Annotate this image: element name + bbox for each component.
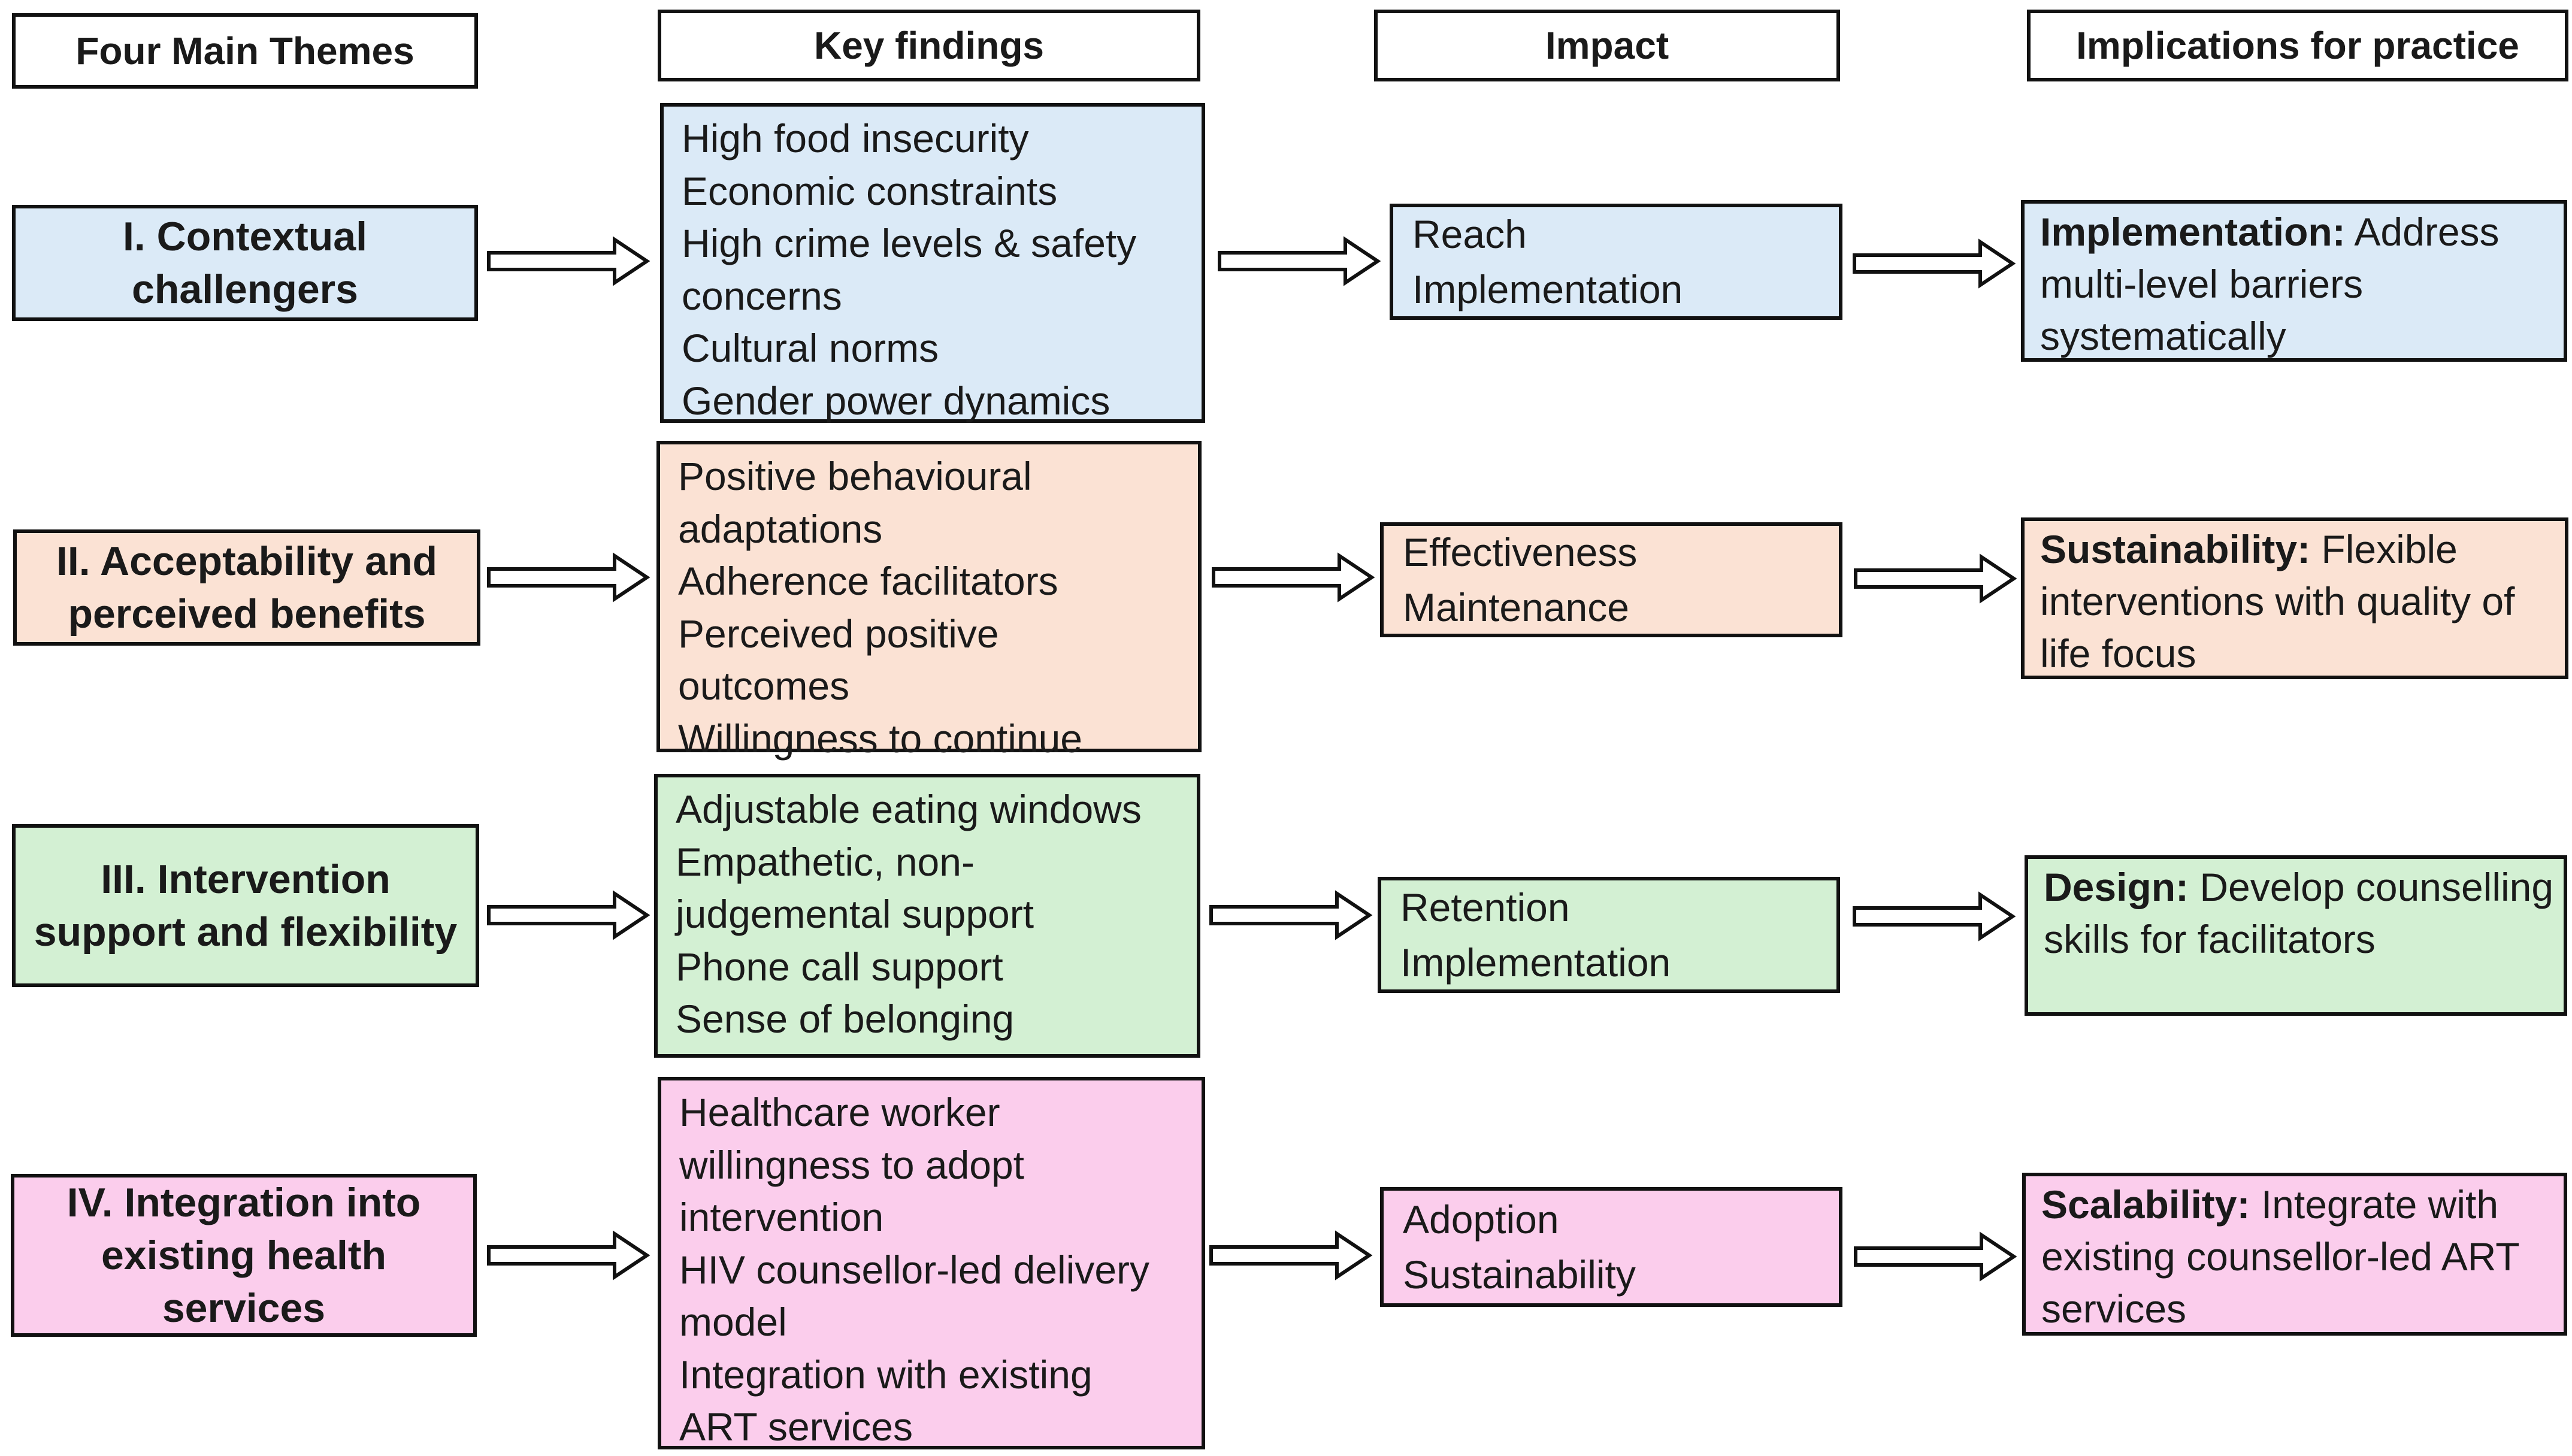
findings-box-4: Healthcare worker willingness to adopt i… — [658, 1077, 1205, 1449]
finding-item: Phone call support — [676, 944, 1003, 989]
implication-label: Implementation: — [2040, 210, 2346, 254]
finding-item: outcomes — [678, 664, 850, 708]
implication-box-3: Design: Develop counselling skills for f… — [2025, 855, 2567, 1016]
finding-item: Empathetic, non- — [676, 839, 975, 884]
theme-box-4: IV. Integration into existing health ser… — [11, 1174, 477, 1337]
finding-item: Healthcare worker — [679, 1090, 1000, 1134]
header-findings: Key findings — [658, 10, 1200, 81]
implication-label: Scalability: — [2041, 1182, 2250, 1227]
finding-item: High food insecurity — [682, 116, 1029, 161]
arrow-icon — [489, 556, 647, 599]
theme-box-2: II. Acceptability and perceived benefits — [13, 529, 480, 646]
arrow-icon — [1856, 557, 2014, 600]
impact-box-1: Reach Implementation — [1390, 204, 1842, 320]
arrow-icon — [1211, 894, 1369, 937]
finding-item: Gender power dynamics — [682, 378, 1111, 423]
finding-item: Cultural norms — [682, 326, 939, 370]
impact-item: Retention — [1400, 885, 1570, 930]
arrow-icon — [489, 1234, 647, 1277]
arrow-icon — [1220, 240, 1378, 283]
header-impact: Impact — [1374, 10, 1840, 81]
finding-item: willingness to adopt — [679, 1142, 1025, 1187]
implication-box-2: Sustainability: Flexible interventions w… — [2021, 517, 2568, 679]
implication-text: Address multi-level barriers systematica… — [2040, 210, 2500, 358]
implication-box-4: Scalability: Integrate with existing cou… — [2022, 1173, 2567, 1336]
arrow-icon — [1856, 1235, 2014, 1278]
impact-box-4: Adoption Sustainability — [1380, 1187, 1842, 1307]
finding-item: concerns — [682, 273, 842, 318]
impact-item: Adoption — [1403, 1197, 1559, 1242]
impact-item: Maintenance — [1403, 585, 1629, 629]
findings-box-2: Positive behavioural adaptations Adheren… — [656, 441, 1202, 761]
finding-item: Positive behavioural — [678, 454, 1032, 498]
header-implications: Implications for practice — [2027, 10, 2568, 81]
finding-item: model — [679, 1300, 787, 1344]
implication-text: Develop counselling skills for facilitat… — [2044, 865, 2554, 961]
finding-item: judgemental support — [676, 892, 1034, 936]
findings-box-3: Adjustable eating windows Empathetic, no… — [654, 774, 1200, 1058]
finding-item: Sense of belonging — [676, 997, 1015, 1041]
finding-item: Adherence facilitators — [678, 559, 1058, 603]
impact-box-2: Effectiveness Maintenance — [1380, 522, 1842, 637]
findings-box-1: High food insecurity Economic constraint… — [660, 103, 1205, 423]
implication-label: Sustainability: — [2040, 527, 2311, 571]
impact-item: Reach — [1412, 212, 1527, 256]
impact-item: Implementation — [1400, 940, 1671, 985]
finding-item: intervention — [679, 1195, 884, 1239]
finding-item: ART services — [679, 1404, 913, 1449]
finding-item: Perceived positive — [678, 611, 999, 656]
finding-item: Integration with existing — [679, 1352, 1093, 1397]
header-themes: Four Main Themes — [12, 13, 478, 89]
implication-label: Design: — [2044, 865, 2189, 909]
arrow-icon — [1854, 242, 2013, 285]
arrow-icon — [489, 240, 647, 283]
arrow-icon — [489, 894, 647, 937]
finding-item: adaptations — [678, 506, 883, 551]
finding-item: Economic constraints — [682, 168, 1058, 213]
impact-item: Sustainability — [1403, 1252, 1636, 1297]
finding-item: High crime levels & safety — [682, 221, 1137, 265]
arrow-icon — [1214, 556, 1372, 599]
arrow-icon — [1854, 895, 2013, 938]
impact-item: Implementation — [1412, 267, 1683, 311]
theme-box-3: III. Intervention support and flexibilit… — [12, 824, 479, 987]
theme-box-1: I. Contextual challengers — [12, 205, 478, 321]
implication-text: Integrate with existing counsellor-led A… — [2041, 1182, 2519, 1331]
implication-box-1: Implementation: Address multi-level barr… — [2021, 200, 2567, 362]
implication-text: Flexible interventions with quality of l… — [2040, 527, 2515, 676]
finding-item: Adjustable eating windows — [676, 787, 1142, 831]
finding-item: HIV counsellor-led delivery — [679, 1247, 1150, 1292]
finding-item: Willingness to continue — [678, 716, 1083, 761]
arrow-icon — [1211, 1234, 1369, 1277]
impact-item: Effectiveness — [1403, 530, 1638, 574]
impact-box-3: Retention Implementation — [1378, 877, 1840, 993]
